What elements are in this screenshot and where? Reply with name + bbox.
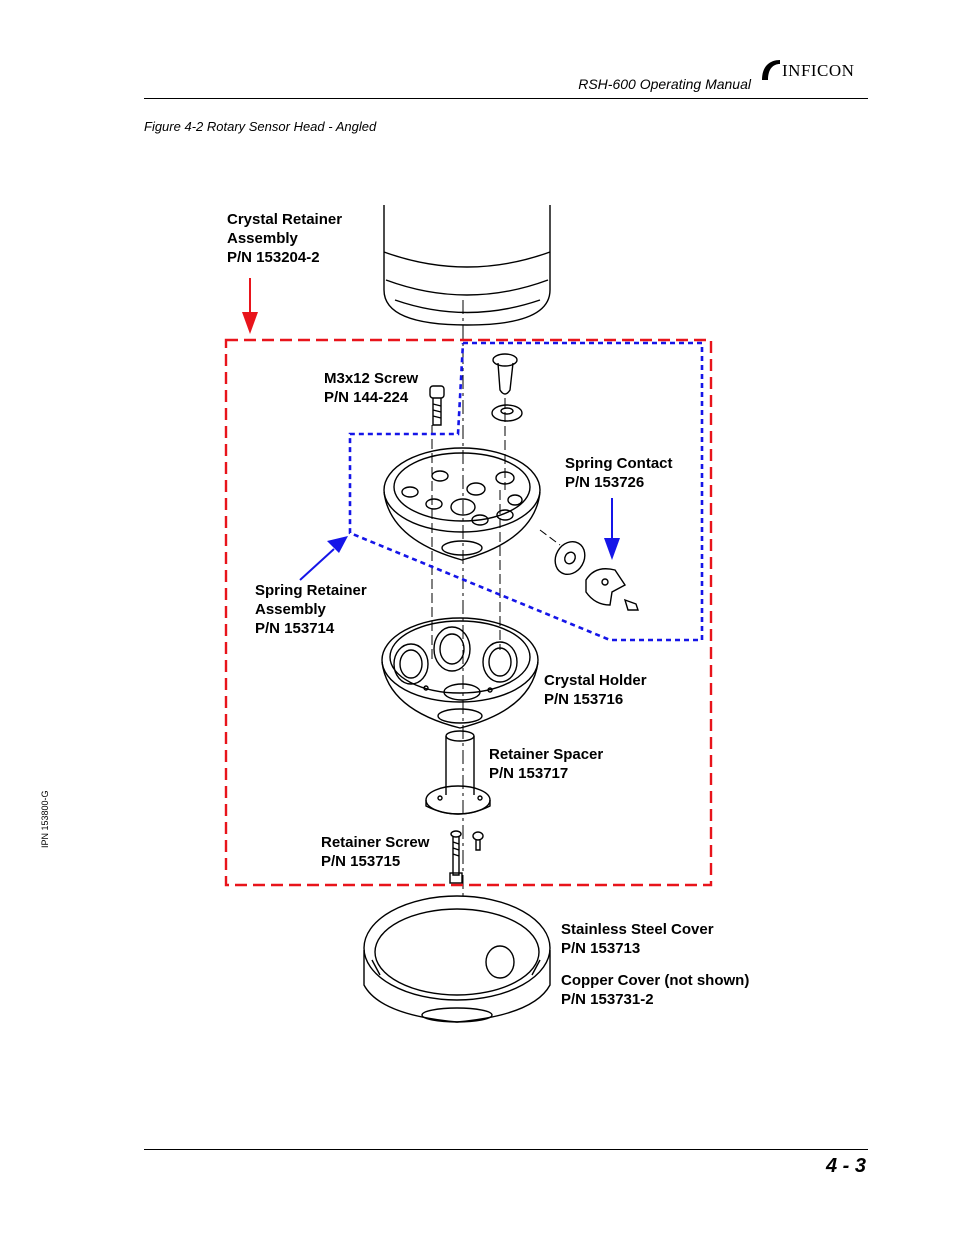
label-retainer-screw: Retainer Screw P/N 153715 [321, 834, 430, 870]
label-crystal-retainer: Crystal Retainer Assembly P/N 153204-2 [227, 211, 343, 266]
crystal-holder-drawing [381, 617, 539, 729]
label-spring-retainer: Spring Retainer Assembly P/N 153714 [255, 582, 367, 637]
sensor-head-cylinder [383, 205, 551, 326]
page-number: 4 - 3 [826, 1155, 867, 1177]
spring-retainer-assembly-outline [348, 341, 704, 642]
spring-contact-arrow-icon [604, 498, 620, 560]
label-spring-contact: Spring Contact P/N 153726 [565, 455, 673, 491]
spring-retainer-drawing [383, 447, 561, 561]
crystal-retainer-arrow-icon [242, 278, 258, 334]
crystal-retainer-assembly-box [224, 338, 713, 887]
stainless-cover-drawing [363, 895, 551, 1023]
label-m3x12-screw: M3x12 Screw P/N 144-224 [324, 370, 419, 406]
label-copper-cover: Copper Cover (not shown) P/N 153731-2 [561, 972, 750, 1008]
retainer-screw-drawing [449, 830, 484, 884]
m3x12-screw-drawing [429, 385, 445, 426]
label-retainer-spacer: Retainer Spacer P/N 153717 [489, 746, 604, 782]
spring-contact-pin [491, 353, 523, 490]
manual-title: RSH-600 Operating Manual [578, 76, 751, 92]
retainer-spacer-drawing [425, 730, 491, 815]
side-document-number: IPN 153800-G [40, 790, 50, 848]
logo-text: INFICON [782, 61, 855, 80]
label-crystal-holder: Crystal Holder P/N 153716 [544, 672, 647, 708]
figure-caption: Figure 4-2 Rotary Sensor Head - Angled [144, 119, 377, 134]
spring-retainer-arrow-icon [299, 536, 348, 581]
inficon-logo-icon [762, 60, 780, 80]
header-rule [144, 98, 868, 99]
spring-contact-drawing [585, 568, 639, 611]
washer-drawing [554, 540, 586, 576]
label-stainless-cover: Stainless Steel Cover P/N 153713 [561, 921, 714, 957]
footer-rule [144, 1149, 868, 1150]
